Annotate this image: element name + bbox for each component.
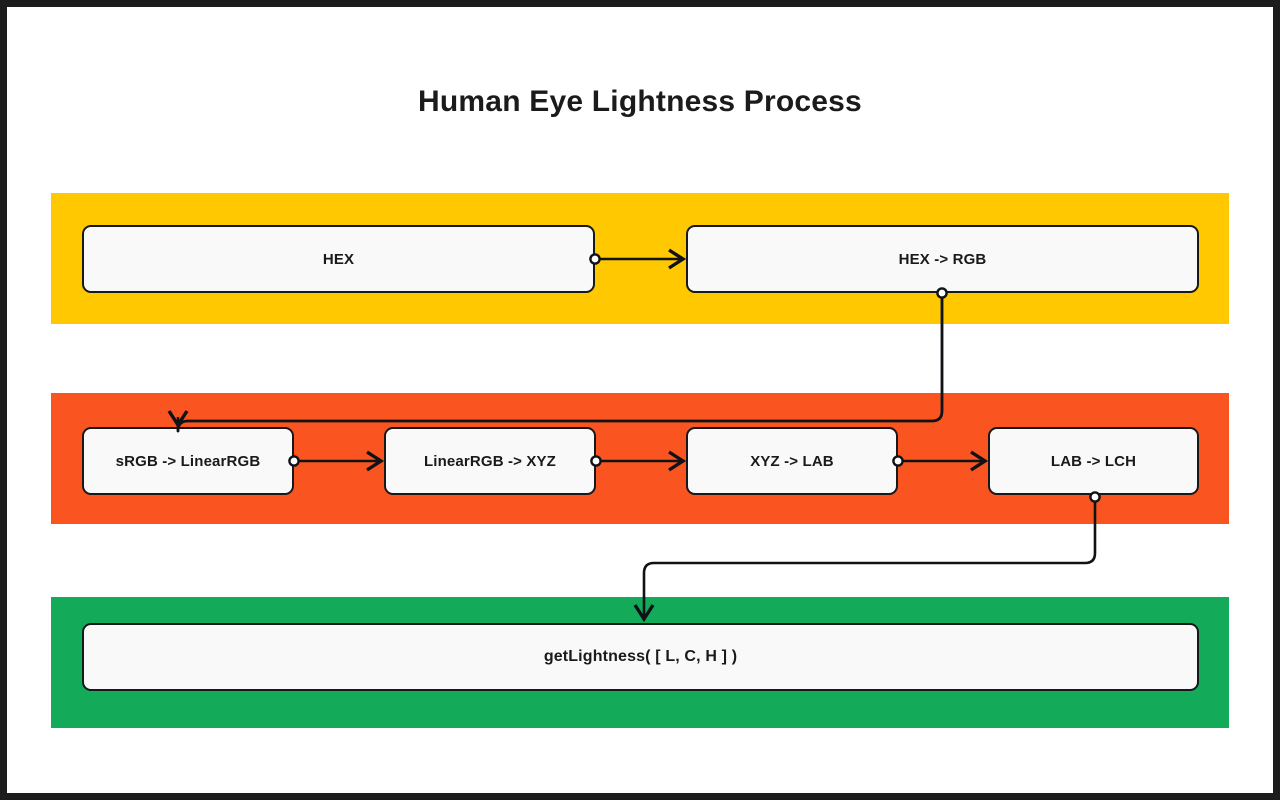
node-hex[interactable]: HEX: [82, 225, 595, 293]
node-xyz-to-lab[interactable]: XYZ -> LAB: [686, 427, 898, 495]
node-linearrgb-to-xyz[interactable]: LinearRGB -> XYZ: [384, 427, 596, 495]
node-lab-to-lch[interactable]: LAB -> LCH: [988, 427, 1199, 495]
node-hex-to-rgb[interactable]: HEX -> RGB: [686, 225, 1199, 293]
node-get-lightness[interactable]: getLightness( [ L, C, H ] ): [82, 623, 1199, 691]
diagram-canvas: Human Eye Lightness Process HEX HEX -> R…: [7, 7, 1273, 793]
node-srgb-to-linearrgb[interactable]: sRGB -> LinearRGB: [82, 427, 294, 495]
page-title: Human Eye Lightness Process: [418, 85, 862, 118]
